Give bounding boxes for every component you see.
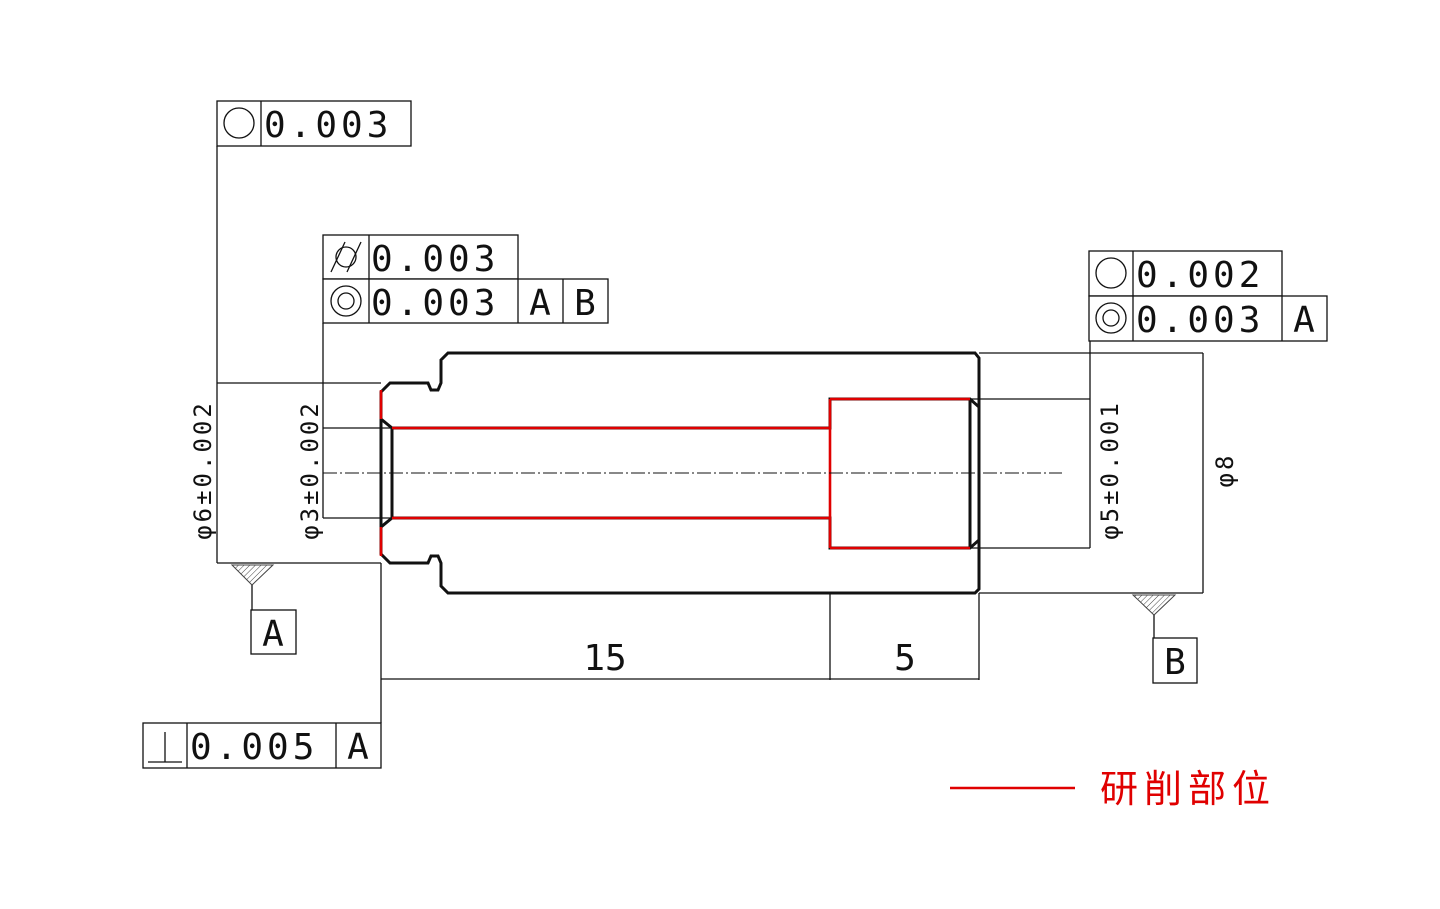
fcf-roundness-right: 0.002 (1088, 250, 1283, 297)
cylindricity-icon (330, 241, 362, 273)
fcf-concentricity-left: 0.003 A B (322, 278, 609, 324)
dim-phi3: φ3±0.002 (296, 400, 324, 540)
tolerance-value: 0.005 (190, 727, 318, 768)
fcf-roundness-left: 0.003 (216, 100, 412, 147)
roundness-icon (223, 107, 255, 139)
dimension-lines (216, 146, 1204, 723)
datum-a: A (230, 564, 297, 655)
concentricity-icon (1095, 302, 1127, 334)
tolerance-value: 0.003 (1136, 300, 1264, 341)
fcf-perpendicularity: 0.005 A (142, 722, 382, 769)
datum-a-label: A (262, 614, 284, 655)
perpendicularity-icon (148, 732, 182, 763)
datum-b-label: B (1164, 642, 1186, 683)
roundness-icon (1095, 257, 1127, 289)
dim-phi5: φ5±0.001 (1096, 400, 1124, 540)
part-section (323, 351, 1062, 595)
legend: 研削部位 (950, 767, 1276, 811)
datum-ref: A (529, 283, 551, 324)
datum-triangle-icon (230, 564, 275, 586)
tolerance-value: 0.002 (1136, 255, 1264, 296)
tolerance-value: 0.003 (371, 283, 499, 324)
dim-length-15: 15 (583, 638, 626, 679)
tolerance-value: 0.003 (371, 239, 499, 280)
datum-ref: B (574, 283, 596, 324)
tolerance-value: 0.003 (264, 105, 392, 146)
dim-length-5: 5 (894, 638, 916, 679)
datum-ref: A (347, 727, 369, 768)
datum-triangle-icon (1131, 594, 1177, 616)
datum-b: B (1131, 594, 1198, 684)
dim-phi6: φ6±0.002 (189, 400, 217, 540)
legend-label: 研削部位 (1100, 767, 1276, 811)
dim-phi8: φ8 (1211, 453, 1239, 488)
fcf-cylindricity: 0.003 (322, 234, 519, 280)
fcf-concentricity-right: 0.003 A (1088, 295, 1328, 342)
concentricity-icon (330, 285, 362, 317)
datum-ref: A (1293, 300, 1315, 341)
